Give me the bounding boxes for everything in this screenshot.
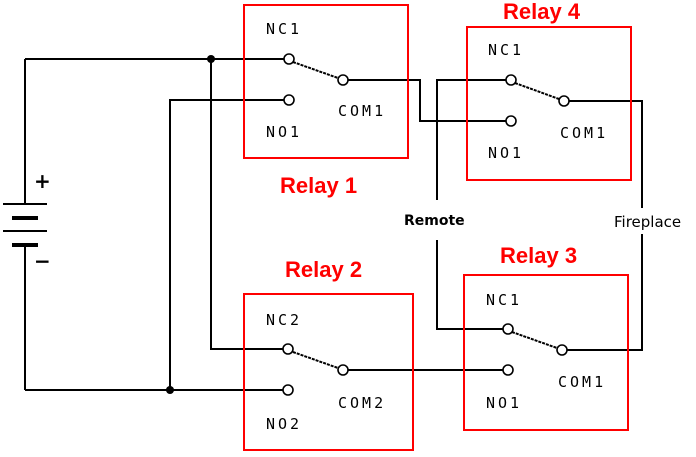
relay-1-com-terminal xyxy=(337,74,349,86)
relay-1-nc-terminal xyxy=(283,53,295,65)
relay-2-com-terminal xyxy=(337,364,349,376)
relay-2-no-label: NO2 xyxy=(266,415,302,433)
relay-4: NC1 NO1 COM1 Relay 4 xyxy=(466,0,632,181)
wire-relay1-com-to-relay4-no xyxy=(348,79,506,122)
junction-dot-positive xyxy=(207,55,215,63)
relay-4-com-terminal xyxy=(558,95,570,107)
relay-2-no-terminal xyxy=(282,384,294,396)
junction-dot-negative xyxy=(166,386,174,394)
relay-2-outline xyxy=(243,293,414,451)
relay-1-nc-label: NC1 xyxy=(266,20,302,38)
relay-2-switch-arm xyxy=(292,351,339,369)
relay-1-no-terminal xyxy=(283,94,295,106)
relay-3-nc-label: NC1 xyxy=(486,291,522,309)
relay-1-outline xyxy=(243,4,409,159)
relay-4-nc-terminal xyxy=(505,74,517,86)
relay-2: NC2 NO2 COM2 Relay 2 xyxy=(243,257,414,451)
relay-3-no-label: NO1 xyxy=(486,394,522,412)
relay-2-nc-label: NC2 xyxy=(266,311,302,329)
relay-3-com-label: COM1 xyxy=(558,373,606,391)
relay-3-switch-arm xyxy=(511,331,558,349)
battery: + − xyxy=(3,59,51,390)
relay-3-nc-terminal xyxy=(502,323,514,335)
wire-fireplace-to-relay3-com xyxy=(567,234,643,351)
relay-1-switch-arm xyxy=(292,61,339,79)
relay-1-com-label: COM1 xyxy=(338,102,386,120)
relay-3-outline xyxy=(463,274,629,431)
relay-1-title: Relay 1 xyxy=(280,173,357,198)
fireplace-label: Fireplace xyxy=(614,213,681,231)
battery-negative-label: − xyxy=(34,249,51,273)
relay-3-com-terminal xyxy=(556,344,568,356)
relay-4-title: Relay 4 xyxy=(503,0,581,24)
relay-4-no-label: NO1 xyxy=(488,144,524,162)
wire-remote-to-relay3-nc xyxy=(436,240,503,330)
relay-3-title: Relay 3 xyxy=(500,243,577,268)
wire-relay4-com-to-fireplace xyxy=(569,100,643,208)
relay-4-nc-label: NC1 xyxy=(488,41,524,59)
relay-4-com-label: COM1 xyxy=(560,124,608,142)
battery-positive-label: + xyxy=(34,169,51,193)
relay-4-switch-arm xyxy=(514,82,560,100)
relay-1: NC1 NO1 COM1 Relay 1 xyxy=(243,4,409,198)
relay-4-outline xyxy=(466,26,632,181)
relay-1-no-label: NO1 xyxy=(266,123,302,141)
relay-4-no-terminal xyxy=(505,115,517,127)
wire-positive-to-relay2-nc xyxy=(210,59,284,350)
relay-2-title: Relay 2 xyxy=(285,257,362,282)
remote-label: Remote xyxy=(404,213,465,229)
relay-2-com-label: COM2 xyxy=(338,394,386,412)
relay-2-nc-terminal xyxy=(282,343,294,355)
wire-negative-to-relay1-no xyxy=(169,99,284,390)
relay-3-no-terminal xyxy=(502,364,514,376)
relay-3: NC1 NO1 COM1 Relay 3 xyxy=(463,243,629,431)
wire-remote-to-relay4-nc xyxy=(436,79,506,200)
wires xyxy=(25,55,643,394)
